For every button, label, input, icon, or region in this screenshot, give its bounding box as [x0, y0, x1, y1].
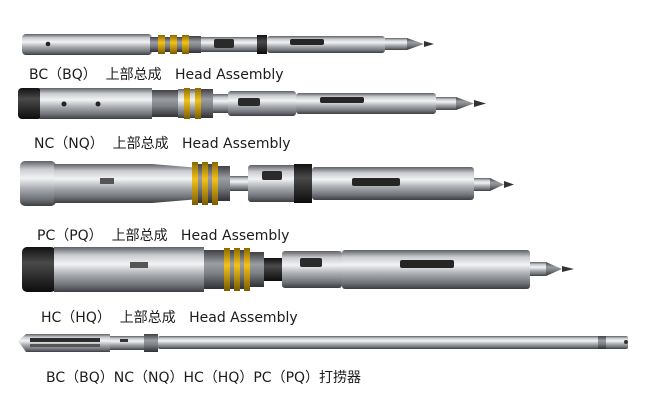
- nc-head-assembly-caption: NC（NQ） 上部总成 Head Assembly: [34, 136, 291, 152]
- bc-head-assembly-image: [22, 34, 434, 55]
- pc-head-assembly-image: [20, 161, 514, 206]
- bc-head-assembly-caption: BC（BQ） 上部总成 Head Assembly: [29, 67, 284, 83]
- overshot-image: [18, 334, 628, 352]
- hc-head-assembly-caption: HC（HQ） 上部总成 Head Assembly: [41, 310, 298, 326]
- nc-head-assembly-image: [18, 88, 486, 119]
- hc-head-assembly-image: [22, 247, 574, 292]
- pc-head-assembly-caption: PC（PQ） 上部总成 Head Assembly: [37, 228, 290, 244]
- overshot-caption: BC（BQ）NC（NQ）HC（HQ）PC（PQ）打捞器: [46, 370, 362, 386]
